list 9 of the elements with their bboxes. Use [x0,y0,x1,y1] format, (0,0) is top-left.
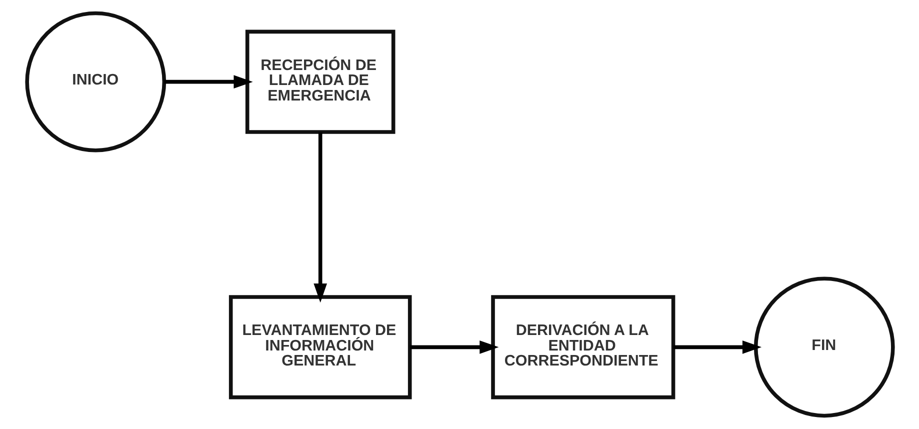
arrow [672,340,762,354]
node-circle: INICIO [24,11,166,152]
node-box: RECEPCIÓN DE LLAMADA DE EMERGENCIA [244,30,395,134]
arrow [410,340,498,354]
arrow [164,75,252,89]
node-box: LEVANTAMIENTO DE INFORMACIÓN GENERAL [228,295,412,400]
arrow [313,132,327,303]
node-circle: FIN [753,276,894,418]
node-box: DERIVACIÓN A LA ENTIDAD CORRESPONDIENTE [490,295,675,400]
